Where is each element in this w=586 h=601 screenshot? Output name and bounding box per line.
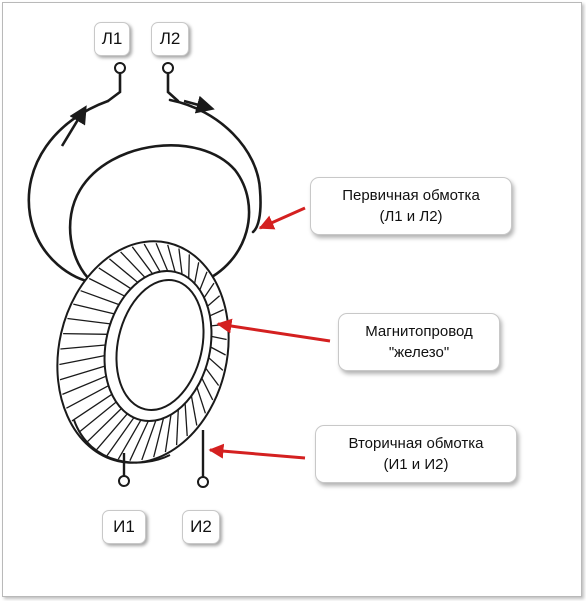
terminal-i1-connector — [118, 475, 130, 487]
winding-turn — [193, 262, 200, 284]
winding-turn — [175, 409, 179, 446]
winding-turn — [155, 243, 169, 272]
winding-turn — [196, 387, 207, 414]
winding-turn — [108, 258, 139, 283]
terminal-label-l1: Л1 — [94, 22, 130, 56]
terminal-l1-connector — [114, 62, 126, 74]
winding-turn — [141, 420, 157, 461]
pointer-core-arrow — [216, 318, 331, 343]
winding-turn — [211, 335, 227, 341]
callout-primary-line2: (Л1 и Л2) — [379, 208, 443, 225]
winding-turn — [209, 309, 224, 317]
winding-turn — [129, 420, 149, 461]
winding-turn — [78, 401, 117, 433]
winding-turn — [59, 365, 105, 381]
winding-turn — [98, 267, 132, 290]
winding-turn — [167, 244, 176, 273]
winding-turn — [153, 418, 165, 458]
terminal-i2-connector — [197, 476, 209, 488]
winding-turn — [190, 395, 198, 426]
winding-turn — [164, 414, 172, 453]
winding-turn — [210, 346, 226, 356]
terminal-label-i1: И1 — [102, 510, 146, 544]
winding-turn — [178, 248, 183, 275]
winding-turn — [117, 419, 142, 460]
callout-secondary-winding: Вторичная обмотка (И1 и И2) — [315, 425, 517, 483]
winding-turn — [62, 375, 107, 396]
callout-core-line2: "железо" — [388, 344, 450, 361]
winding-turn — [184, 403, 188, 437]
callout-core-line1: Магнитопровод — [365, 323, 473, 340]
winding-turn — [120, 251, 146, 278]
winding-turn — [71, 393, 113, 422]
winding-turn — [60, 344, 106, 350]
winding-turn — [67, 317, 111, 325]
winding-turn — [201, 377, 214, 401]
winding-turn — [73, 303, 115, 315]
core-winding-turns — [59, 243, 227, 461]
callout-primary-winding: Первичная обмотка (Л1 и Л2) — [310, 177, 512, 235]
winding-turn — [208, 357, 224, 371]
terminal-label-l2: Л2 — [151, 22, 189, 56]
winding-turn — [63, 332, 108, 335]
winding-turn — [143, 243, 161, 273]
winding-turn — [199, 271, 208, 291]
callout-secondary-line2: (И1 и И2) — [383, 456, 449, 473]
winding-turn — [106, 417, 135, 456]
winding-turn — [207, 295, 221, 307]
callout-primary-line1: Первичная обмотка — [342, 187, 480, 204]
winding-turn — [80, 290, 120, 306]
winding-turn — [88, 277, 125, 297]
secondary-leads — [122, 430, 205, 478]
pointer-secondary-arrow — [208, 443, 306, 460]
callout-magnetic-core: Магнитопровод "железо" — [338, 313, 500, 371]
winding-turn — [86, 408, 122, 443]
primary-arrow-right — [183, 95, 215, 114]
winding-turn — [66, 385, 109, 409]
callout-secondary-line1: Вторичная обмотка — [348, 435, 484, 452]
winding-turn — [59, 354, 105, 366]
primary-arrow-left — [60, 105, 87, 147]
winding-turn — [188, 254, 190, 279]
winding-turn — [96, 413, 128, 451]
pointer-primary-arrow — [258, 206, 306, 230]
terminal-label-i2: И2 — [182, 510, 220, 544]
magnetic-core — [56, 240, 230, 464]
winding-turn — [131, 246, 154, 275]
winding-turn — [205, 367, 220, 386]
terminal-l2-connector — [162, 62, 174, 74]
winding-turn — [203, 282, 215, 299]
